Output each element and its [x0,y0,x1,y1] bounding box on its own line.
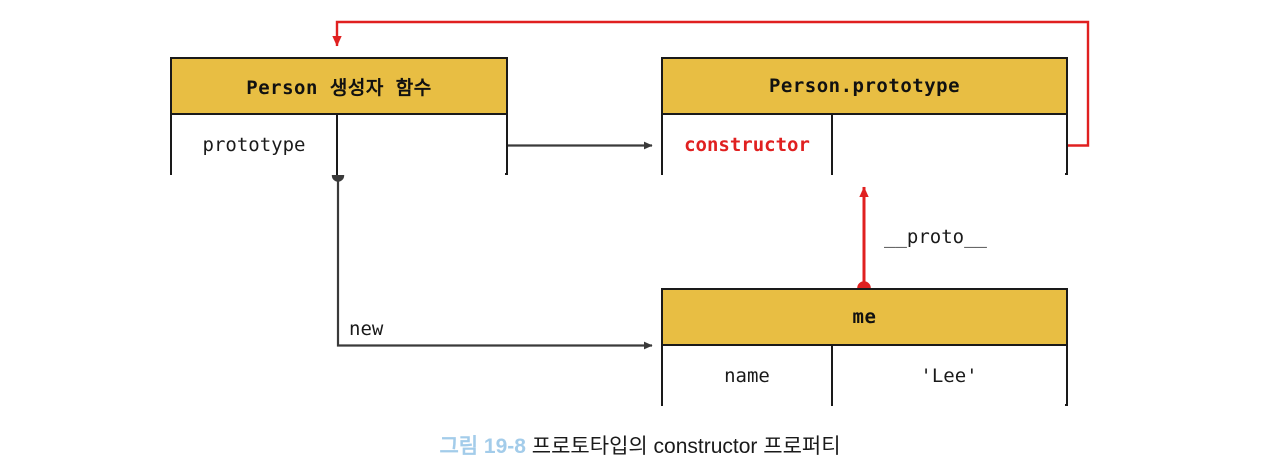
box-person-constructor: Person 생성자 함수 prototype [170,57,508,175]
cell-name-value: 'Lee' [833,346,1065,406]
box-person-prototype: Person.prototype constructor [661,57,1068,175]
box-person-constructor-row: prototype [172,115,506,175]
figure-number: 그림 19-8 [439,435,526,458]
box-me-object-header: me [663,290,1066,346]
cell-constructor-value [833,115,1065,175]
cell-name-key: name [663,346,833,406]
edge-label-proto: __proto__ [884,226,987,248]
edge-label-new: new [349,318,384,340]
box-me-object-row: name 'Lee' [663,346,1066,406]
figure-caption: 그림 19-8 프로토타입의 constructor 프로퍼티 [0,430,1280,460]
box-me-object: me name 'Lee' [661,288,1068,406]
box-person-prototype-row: constructor [663,115,1066,175]
figure-title: 프로토타입의 constructor 프로퍼티 [531,435,841,458]
box-person-prototype-header: Person.prototype [663,59,1066,115]
edge-proto-to-prototype-object [857,186,871,295]
cell-constructor-key: constructor [663,115,833,175]
box-person-constructor-header: Person 생성자 함수 [172,59,506,115]
cell-prototype-key: prototype [172,115,338,175]
cell-prototype-value [338,115,505,175]
